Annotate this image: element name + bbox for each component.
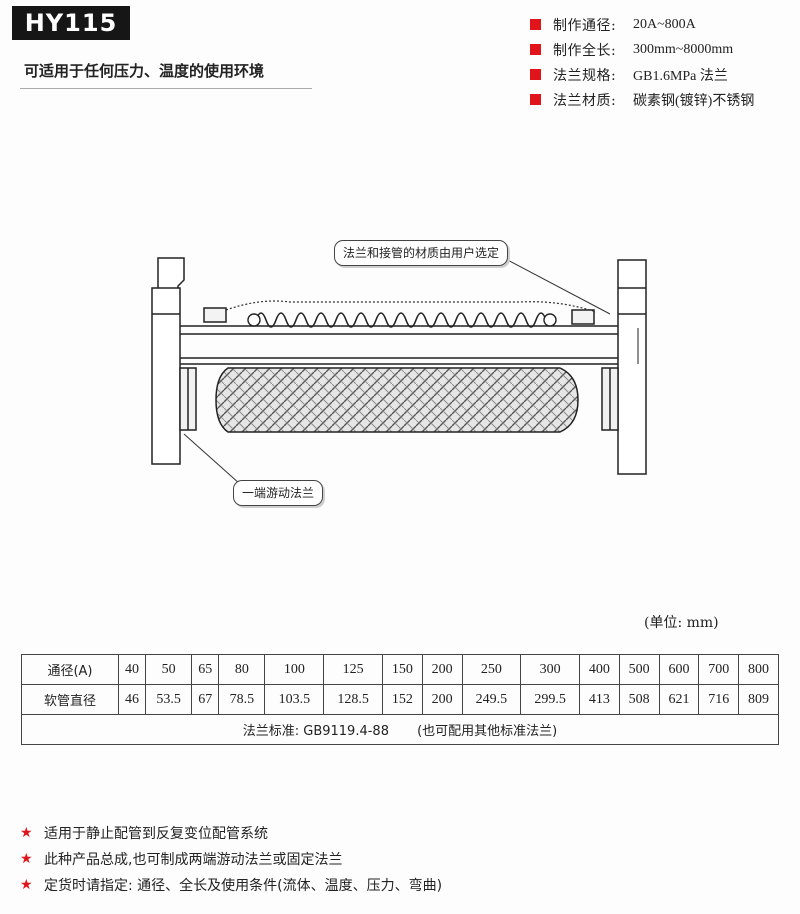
table-cell: 200 xyxy=(421,654,463,685)
callout-floating-flange: 一端游动法兰 xyxy=(233,480,324,506)
table-cell: 103.5 xyxy=(264,684,325,715)
table-cell: 400 xyxy=(579,654,620,685)
spec-item: 制作全长: 300mm~8000mm xyxy=(530,37,754,62)
star-icon: ★ xyxy=(20,825,33,841)
star-icon: ★ xyxy=(20,877,33,893)
table-cell: 600 xyxy=(658,654,700,685)
table-cell: 46 xyxy=(117,684,147,715)
table-cell: 152 xyxy=(381,684,423,715)
feature-text: 适用于静止配管到反复变位配管系统 xyxy=(44,826,268,842)
table-note: 法兰标准: GB9119.4-88 (也可配用其他标准法兰) xyxy=(21,714,779,745)
braided-hose xyxy=(215,367,579,433)
table-row-note: 法兰标准: GB9119.4-88 (也可配用其他标准法兰) xyxy=(21,714,779,745)
table-cell: 300 xyxy=(520,654,581,685)
table-row-hose-diameter: 软管直径 46 53.5 67 78.5 103.5 128.5 152 200… xyxy=(21,684,779,715)
model-badge: HY115 xyxy=(12,6,130,40)
size-table: 通径(A) 40 50 65 80 100 125 150 200 250 30… xyxy=(21,654,779,745)
right-flange xyxy=(617,259,647,475)
table-cell: 78.5 xyxy=(218,684,266,715)
table-cell: 65 xyxy=(191,654,220,685)
feature-text: 定货时请指定: 通径、全长及使用条件(流体、温度、压力、弯曲) xyxy=(44,878,443,894)
table-cell: 800 xyxy=(738,654,779,685)
table-cell: 716 xyxy=(698,684,740,715)
table-cell: 500 xyxy=(618,654,660,685)
table-cell: 809 xyxy=(738,684,779,715)
bullet-square-icon xyxy=(530,19,541,30)
page-subtitle: 可适用于任何压力、温度的使用环境 xyxy=(24,62,265,80)
title-divider xyxy=(20,88,312,89)
spec-label: 法兰规格: xyxy=(553,67,617,84)
table-row-nominal-diameter: 通径(A) 40 50 65 80 100 125 150 200 250 30… xyxy=(21,654,779,685)
spec-value: 碳素钢(镀锌)不锈钢 xyxy=(633,93,755,109)
table-cell: 125 xyxy=(323,654,383,685)
bullet-square-icon xyxy=(530,94,541,105)
table-cell: 50 xyxy=(145,654,193,685)
table-cell: 150 xyxy=(381,654,423,685)
flange-standard-alt: (也可配用其他标准法兰) xyxy=(417,724,558,739)
list-item: ★ 适用于静止配管到反复变位配管系统 xyxy=(20,820,442,846)
table-cell: 80 xyxy=(218,654,266,685)
star-icon: ★ xyxy=(20,851,33,867)
table-cell: 700 xyxy=(698,654,740,685)
flange-standard: 法兰标准: GB9119.4-88 xyxy=(242,724,389,739)
bullet-square-icon xyxy=(530,44,541,55)
callout-material-note: 法兰和接管的材质由用户选定 xyxy=(334,240,509,266)
hose-assembly-drawing xyxy=(151,255,647,485)
table-cell: 67 xyxy=(191,684,220,715)
spec-value: GB1.6MPa 法兰 xyxy=(633,68,728,84)
unit-label: (单位: mm) xyxy=(644,615,719,631)
spec-label: 制作全长: xyxy=(553,42,617,59)
corrugated-bellows xyxy=(255,312,547,328)
spec-list: 制作通径: 20A~800A 制作全长: 300mm~8000mm 法兰规格: … xyxy=(530,12,754,112)
bullet-square-icon xyxy=(530,69,541,80)
table-cell: 53.5 xyxy=(145,684,193,715)
list-item: ★ 定货时请指定: 通径、全长及使用条件(流体、温度、压力、弯曲) xyxy=(20,872,442,898)
table-cell: 128.5 xyxy=(323,684,383,715)
spec-label: 制作通径: xyxy=(553,17,617,34)
list-item: ★ 此种产品总成,也可制成两端游动法兰或固定法兰 xyxy=(20,846,442,872)
spec-value: 300mm~8000mm xyxy=(633,41,734,57)
table-cell: 250 xyxy=(461,654,522,685)
table-cell: 100 xyxy=(264,654,325,685)
row-header: 通径(A) xyxy=(21,654,119,685)
table-cell: 249.5 xyxy=(461,684,522,715)
spec-value: 20A~800A xyxy=(633,16,696,32)
feature-text: 此种产品总成,也可制成两端游动法兰或固定法兰 xyxy=(44,852,343,868)
table-cell: 299.5 xyxy=(520,684,581,715)
table-cell: 413 xyxy=(579,684,620,715)
feature-list: ★ 适用于静止配管到反复变位配管系统 ★ 此种产品总成,也可制成两端游动法兰或固… xyxy=(20,820,442,898)
spec-item: 制作通径: 20A~800A xyxy=(530,12,754,37)
row-header: 软管直径 xyxy=(21,684,119,715)
table-cell: 508 xyxy=(618,684,660,715)
table-cell: 40 xyxy=(117,654,147,685)
spec-item: 法兰材质: 碳素钢(镀锌)不锈钢 xyxy=(530,87,754,112)
spec-label: 法兰材质: xyxy=(553,92,617,109)
table-cell: 621 xyxy=(658,684,700,715)
spec-item: 法兰规格: GB1.6MPa 法兰 xyxy=(530,62,754,87)
table-cell: 200 xyxy=(421,684,463,715)
